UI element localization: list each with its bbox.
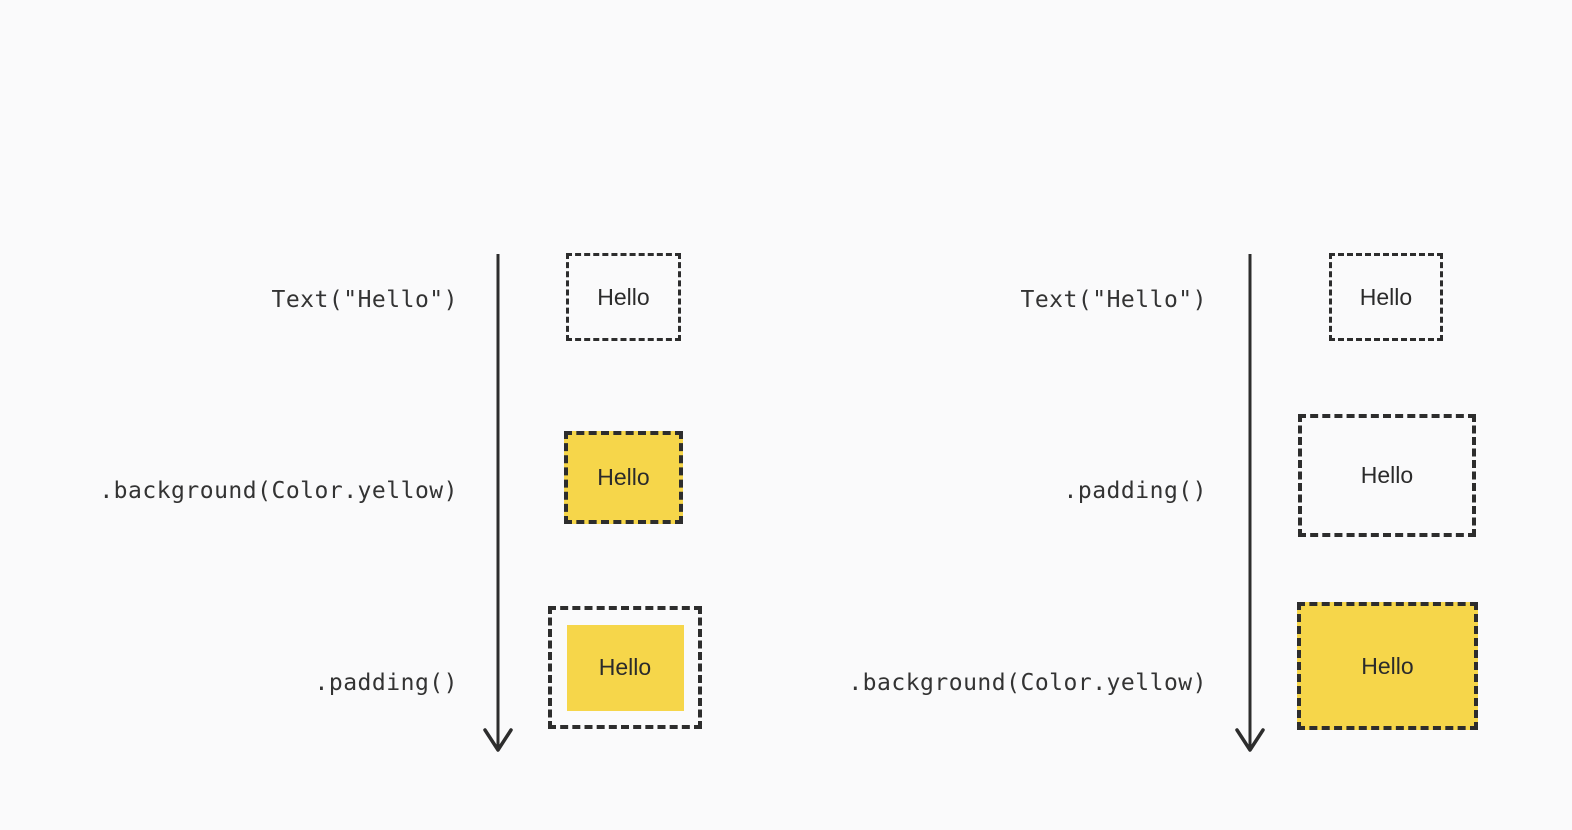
preview-padded-box: Hello	[1298, 414, 1476, 537]
code-label-text-init: Text("Hello")	[271, 287, 458, 313]
inner-background-fill: Hello	[566, 624, 684, 711]
code-label-background-modifier: .background(Color.yellow)	[99, 478, 458, 504]
code-label-padding-modifier: .padding()	[314, 670, 458, 696]
preview-background-box: Hello	[564, 431, 683, 524]
preview-text-box: Hello	[1329, 253, 1443, 341]
hello-text: Hello	[1361, 652, 1414, 679]
hello-text: Hello	[1359, 283, 1413, 310]
hello-text: Hello	[598, 654, 652, 680]
code-label-background-modifier: .background(Color.yellow)	[848, 670, 1207, 696]
preview-padded-box: Hello	[548, 606, 702, 729]
code-label-padding-modifier: .padding()	[1063, 478, 1207, 504]
preview-background-box: Hello	[1297, 602, 1478, 730]
down-arrow-icon	[483, 254, 513, 752]
hello-text: Hello	[597, 283, 650, 310]
hello-text: Hello	[1360, 462, 1414, 488]
preview-text-box: Hello	[566, 253, 681, 341]
code-label-text-init: Text("Hello")	[1020, 287, 1207, 313]
hello-text: Hello	[597, 464, 650, 490]
down-arrow-icon	[1235, 254, 1265, 752]
